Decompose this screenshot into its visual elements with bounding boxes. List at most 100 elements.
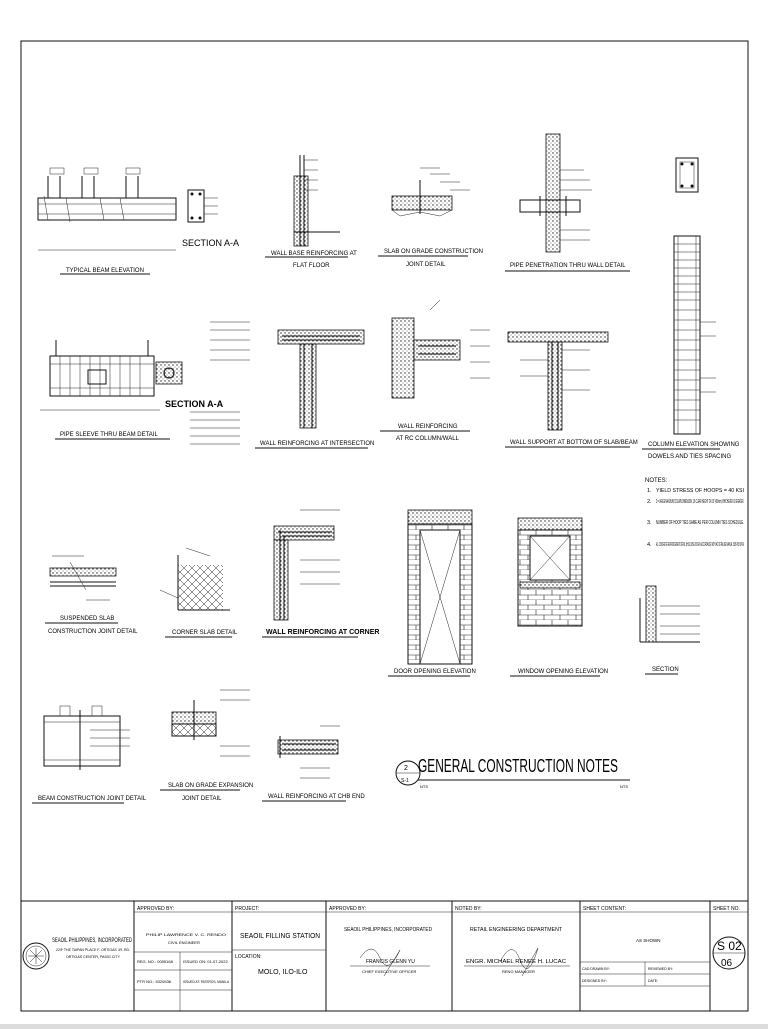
note-4-text: ALL CONCRETE REINFORCEMENT DETAIL SHOULD… <box>656 542 744 548</box>
note-1-num: 1. <box>647 488 652 494</box>
notes-heading: NOTES: <box>645 478 668 484</box>
reviewed-label: REVIEWED BY: <box>648 967 673 971</box>
slab-on-grade-joint-label-1: SLAB ON GRADE CONSTRUCTION <box>384 249 483 255</box>
note-1-text: YIELD STRESS OF HOOPS = 40 KSI <box>656 488 744 494</box>
door-opening-drawing <box>407 509 473 665</box>
location-value: MOLO, ILO-ILO <box>258 969 308 976</box>
approved-by-2-org: SEAOIL PHILIPPINES, INCORPORATED <box>344 927 432 933</box>
notes-list: 1. YIELD STRESS OF HOOPS = 40 KSI 2. D =… <box>647 488 744 548</box>
approved-by-2-signature <box>359 948 401 977</box>
window-opening-label: WINDOW OPENING ELEVATION <box>518 669 608 675</box>
location-label: LOCATION: <box>235 954 262 960</box>
sheet-content-label: SHEET CONTENT: <box>583 906 626 912</box>
section-aa-2-drawing <box>155 361 183 385</box>
noted-by-signature <box>499 947 539 977</box>
wall-base-reinforcing-label-2: FLAT FLOOR <box>293 263 330 269</box>
window-opening-drawing <box>517 517 583 627</box>
suspended-slab-label-1: SUSPENDED SLAB <box>60 616 114 622</box>
project-label: PROJECT: <box>235 906 259 912</box>
title-marker-top: 2 <box>404 765 408 772</box>
noted-by-dept: RETAIL ENGINEERING DEPARTMENT <box>470 927 562 933</box>
corner-slab-label: CORNER SLAB DETAIL <box>172 630 238 636</box>
slab-on-grade-expansion-label-1: SLAB ON GRADE EXPANSION <box>168 783 253 789</box>
approved-by-2-role: CHIEF EXECUTIVE OFFICER <box>362 969 417 974</box>
section-drawing <box>639 585 700 643</box>
corner-slab-drawing <box>159 547 230 611</box>
suspended-slab-label-2: CONSTRUCTION JOINT DETAIL <box>48 629 138 635</box>
approved-by-1-name: PHILIP LAWRENCE V. C. RENDO <box>146 932 226 937</box>
sheet-no-label: SHEET NO. <box>713 906 740 912</box>
wall-support-drawing <box>507 331 609 431</box>
approved-by-2-name: FRANCIS GLENN YU <box>366 959 415 965</box>
wall-reinforcing-rc-label-1: WALL REINFORCING <box>398 424 458 430</box>
slab-on-grade-joint-drawing <box>391 167 470 217</box>
wall-reinforcing-chb-end-drawing <box>277 725 340 779</box>
approved-by-1-reg: REG. NO.: 0095168 <box>137 959 174 964</box>
sheet-no-number: S 02 <box>717 939 742 953</box>
wall-reinforcing-rc-drawing <box>391 299 490 399</box>
scale-right: NTS <box>620 784 628 789</box>
slab-on-grade-expansion-drawing <box>171 689 250 757</box>
wall-reinforcing-chb-end-label: WALL REINFORCING AT CHB END <box>268 794 365 800</box>
pipe-sleeve-label: PIPE SLEEVE THRU BEAM DETAIL <box>60 432 158 438</box>
section-aa-1-label: SECTION A-A <box>182 238 239 248</box>
pipe-penetration-drawing <box>519 133 592 253</box>
wall-reinforcing-intersection-label: WALL REINFORCING AT INTERSECTION <box>260 441 374 447</box>
wall-base-reinforcing-drawing <box>293 155 340 247</box>
drawing-title-marker <box>395 760 421 786</box>
sheet-content-value: AS SHOWN <box>636 938 661 943</box>
title-marker-bottom: S-1 <box>401 778 409 784</box>
typical-beam-elevation-label: TYPICAL BEAM ELEVATION <box>66 268 144 274</box>
sheet-no-of: 06 <box>721 958 733 969</box>
typical-beam-elevation-drawing <box>37 167 177 251</box>
company-name: SEAOIL PHILIPPINES, INCORPORATED <box>52 937 132 944</box>
company-address-1: 22/F THE TAIPAN PLACE F. ORTIGAS JR. RD. <box>56 947 130 952</box>
section-aa-1-drawing <box>187 189 218 223</box>
date-label: DATE: <box>648 979 658 983</box>
pipe-sleeve-drawing <box>40 340 160 411</box>
approved-by-1-role: CIVIL ENGINEER <box>168 940 200 945</box>
wall-reinforcing-intersection-drawing <box>277 329 365 429</box>
column-elevation-drawing <box>673 157 716 435</box>
sheet-border <box>20 40 749 1012</box>
slab-on-grade-joint-label-2: JOINT DETAIL <box>406 262 446 268</box>
suspended-slab-drawing <box>49 555 117 601</box>
scale-left: NTS <box>420 784 428 789</box>
note-3-text: NUMBER OF HOOP TIES SAME AS PER COLUMN T… <box>656 520 744 526</box>
note-2-text: D = LARGE MAXIMUM COLUMN DIMENSION, 1/6 … <box>656 499 744 505</box>
noted-by-name: ENGR. MICHAEL RENEE H. LUCAC <box>466 959 566 965</box>
door-opening-label: DOOR OPENING ELEVATION <box>394 669 476 675</box>
approved-by-1-issued-at: ISSUED AT: PATEROS, MANILA <box>183 979 229 984</box>
column-elevation-label-1: COLUMN ELEVATION SHOWING <box>648 442 740 448</box>
note-4-num: 4. <box>647 542 652 548</box>
approved-by-2-label: APPROVED BY: <box>329 906 366 912</box>
section-label: SECTION <box>652 667 679 673</box>
company-logo <box>22 942 50 970</box>
beam-construction-joint-drawing <box>43 705 130 770</box>
column-elevation-label-2: DOWELS AND TIES SPACING <box>648 454 731 460</box>
approved-by-1-issued-on: ISSUED ON: 01-07-2022 <box>183 959 228 964</box>
company-address-2: ORTIGAS CENTER, PASIG CITY <box>66 954 120 959</box>
note-2-num: 2. <box>647 499 652 505</box>
wall-reinforcing-corner-label: WALL REINFORCING AT CORNER <box>266 629 379 636</box>
wall-reinforcing-rc-label-2: AT RC COLUMN/WALL <box>396 436 460 442</box>
title-block <box>20 900 749 1012</box>
approved-by-1-label: APPROVED BY: <box>137 906 174 912</box>
approved-by-1-ptr: PTR NO.: 5320536 <box>137 979 172 984</box>
beam-construction-joint-label: BEAM CONSTRUCTION JOINT DETAIL <box>38 796 147 802</box>
wall-reinforcing-corner-drawing <box>273 509 340 621</box>
noted-by-role: RENG MANAGER <box>502 969 535 974</box>
designed-label: DESIGNED BY: <box>582 979 607 983</box>
slab-on-grade-expansion-label-2: JOINT DETAIL <box>182 796 222 802</box>
project-value: SEAOIL FILLING STATION <box>240 931 320 940</box>
cad-drawn-label: CAD DRAWN BY: <box>582 967 610 971</box>
drawing-title: GENERAL CONSTRUCTION NOTES <box>418 756 618 776</box>
wall-base-reinforcing-label-1: WALL BASE REINFORCING AT <box>271 251 357 257</box>
section-aa-2-label: SECTION A-A <box>165 399 224 409</box>
pipe-penetration-label: PIPE PENETRATION THRU WALL DETAIL <box>510 263 626 269</box>
note-3-num: 3. <box>647 520 652 526</box>
noted-by-label: NOTED BY: <box>455 906 482 912</box>
wall-support-label: WALL SUPPORT AT BOTTOM OF SLAB/BEAM <box>510 440 638 446</box>
